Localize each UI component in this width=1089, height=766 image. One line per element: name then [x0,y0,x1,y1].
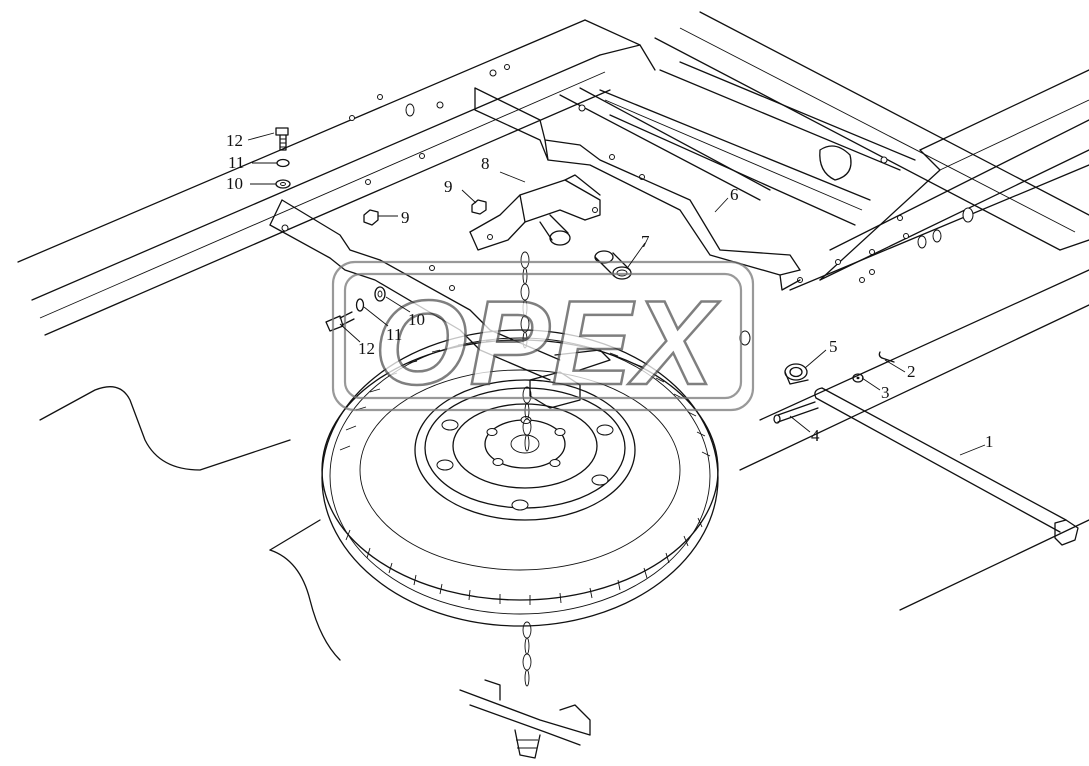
callout-12-lower: 12 [358,339,375,358]
callout-10-top: 10 [226,174,243,193]
callout-9-left: 9 [401,208,410,227]
leader-lines [247,132,986,456]
watermark: OPEX [331,260,755,411]
small-parts [275,127,895,424]
callout-11-lower: 11 [386,325,402,344]
callout-11-top: 11 [228,153,244,172]
hanger-bracket [469,174,601,251]
callout-4: 4 [811,426,820,445]
callout-5: 5 [829,337,838,356]
handle-rod [814,387,1079,546]
left-bracket [269,199,561,381]
mounting-bracket [474,87,801,291]
chassis-frame [17,11,1089,661]
watermark-text: OPEX [374,276,720,410]
lower-cross-bar [459,679,591,759]
callout-7: 7 [641,232,650,251]
spare-wheel [321,329,719,627]
callout-3: 3 [881,383,890,402]
callout-12-top: 12 [226,131,243,150]
callout-10-lower: 10 [408,310,425,329]
callout-8: 8 [481,154,490,173]
callout-1: 1 [985,432,994,451]
callout-2: 2 [907,362,916,381]
callout-9-upper: 9 [444,177,453,196]
callout-labels: 1 2 3 4 5 6 7 8 9 9 10 10 11 11 12 12 [226,131,994,451]
wheel-holder-plate [529,349,611,409]
callout-6: 6 [730,185,739,204]
